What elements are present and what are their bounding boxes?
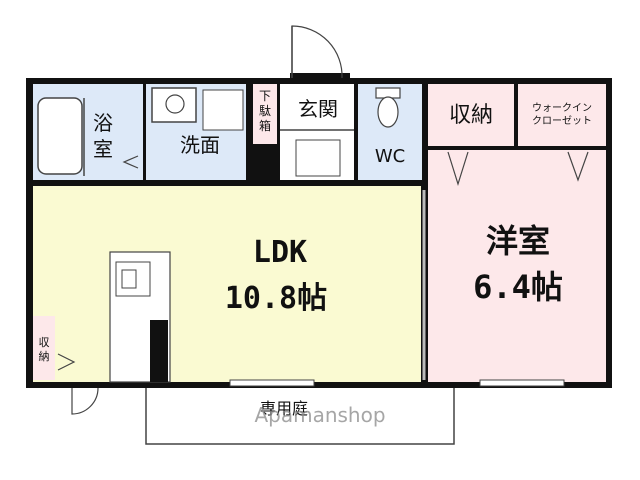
entrance-wall-top bbox=[290, 73, 350, 81]
western-window bbox=[479, 379, 565, 387]
entrance-label: 玄関 bbox=[298, 97, 338, 121]
garden-label: 専用庭 bbox=[260, 399, 308, 418]
small-storage-door-icon bbox=[57, 353, 76, 371]
shoe-box bbox=[253, 84, 277, 144]
bath-door-icon bbox=[122, 155, 139, 169]
washing-machine-icon bbox=[202, 89, 244, 131]
refrigerator-icon bbox=[115, 261, 151, 297]
small-storage-label-1: 収 bbox=[39, 336, 50, 349]
hall-floor bbox=[295, 139, 341, 177]
closet-door-left-icon bbox=[447, 151, 469, 187]
ldk-room bbox=[33, 186, 421, 382]
fridge-door-icon bbox=[121, 269, 137, 289]
small-storage-label-2: 納 bbox=[39, 350, 50, 363]
bath-label-2: 室 bbox=[93, 137, 113, 161]
closet-door-right-icon bbox=[567, 151, 589, 182]
ldk-size: 10.8帖 bbox=[225, 281, 327, 316]
shoe-box-label-3: 箱 bbox=[259, 118, 271, 133]
bathtub-icon bbox=[37, 97, 83, 175]
storage bbox=[428, 84, 514, 146]
bath-label-1: 浴 bbox=[93, 111, 113, 135]
washbasin-bowl-icon bbox=[165, 94, 185, 114]
walk-in-closet bbox=[518, 84, 606, 146]
ldk-label: LDK bbox=[253, 235, 307, 270]
kitchen-wall bbox=[150, 320, 168, 382]
western-size: 6.4帖 bbox=[473, 268, 563, 306]
watermark: Apamanshop bbox=[254, 403, 385, 427]
small-storage bbox=[33, 316, 55, 380]
storage-label: 収納 bbox=[449, 103, 493, 128]
washbasin-icon bbox=[151, 87, 197, 123]
entrance-door-swing-icon bbox=[291, 25, 343, 79]
toilet-label: WC bbox=[375, 146, 405, 167]
back-door-swing-icon bbox=[71, 387, 99, 415]
washroom-label: 洗面 bbox=[180, 133, 220, 157]
walk-in-label-1: ウォークイン bbox=[532, 102, 592, 114]
shoe-box-label-1: 下 bbox=[259, 89, 271, 103]
toilet-icon bbox=[377, 96, 399, 128]
western-room bbox=[428, 150, 606, 382]
shoe-box-label-2: 駄 bbox=[259, 103, 271, 118]
garden-outline bbox=[145, 388, 455, 445]
western-label: 洋室 bbox=[486, 222, 550, 260]
walk-in-label-2: クローゼット bbox=[532, 115, 592, 127]
ldk-window bbox=[229, 379, 315, 387]
